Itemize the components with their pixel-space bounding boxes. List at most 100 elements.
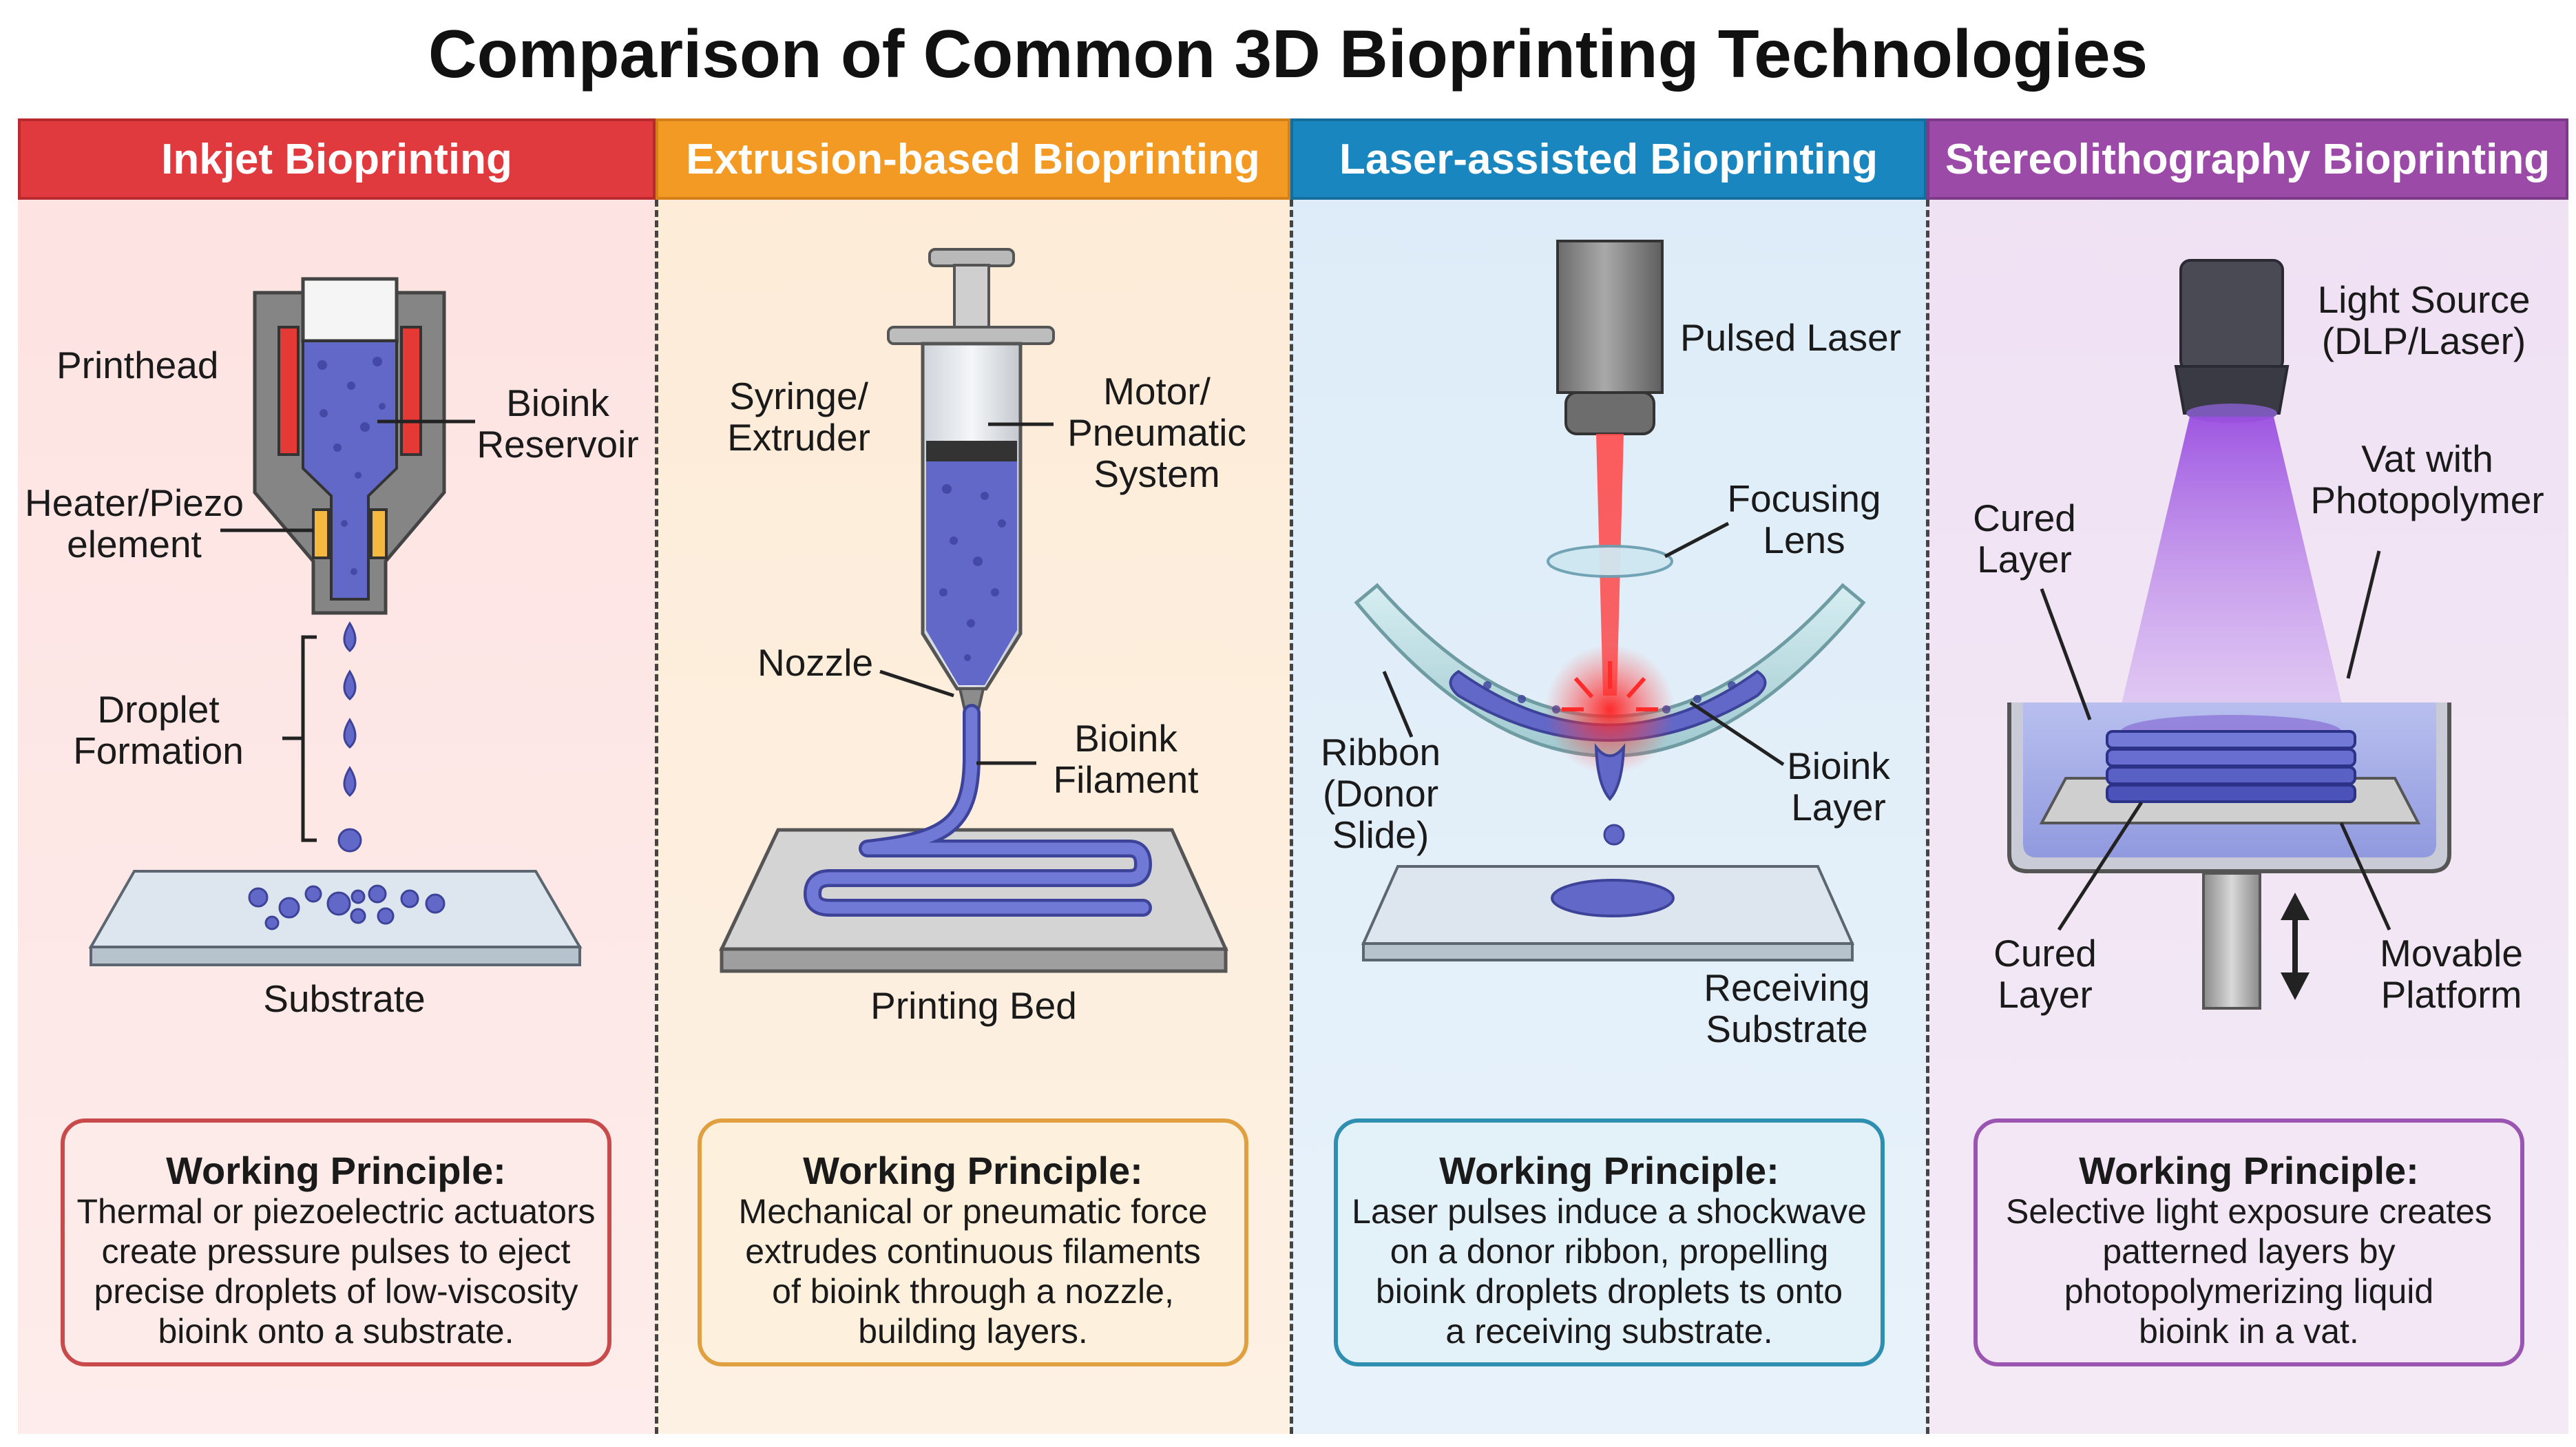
plunger-rod <box>953 264 990 329</box>
burst-rays <box>1562 661 1658 711</box>
label-vat-photopolymer: Vat with Photopolymer <box>2300 438 2555 521</box>
bioink-filament <box>806 707 1149 914</box>
principle-line-extrusion-3: of bioink through a nozzle, <box>772 1272 1174 1311</box>
label-cured-layer-bottom: Cured Layer <box>1990 933 2100 1015</box>
principle-box-extrusion: Working Principle: Mechanical or pneumat… <box>698 1118 1248 1366</box>
header-inkjet: Inkjet Bioprinting <box>18 118 656 200</box>
label-heater-piezo-line1: Heater/Piezo <box>25 481 244 524</box>
label-vat-line2: Photopolymer <box>2310 479 2544 521</box>
header-extrusion-label: Extrusion-based Bioprinting <box>686 135 1260 183</box>
label-heater-piezo: Heater/Piezo element <box>21 482 248 565</box>
label-droplet-formation-line1: Droplet <box>97 688 220 731</box>
pulsed-laser-head <box>1556 240 1664 394</box>
laser-leaders <box>1382 521 1785 767</box>
label-receiving-line2: Substrate <box>1706 1008 1868 1050</box>
principle-line-laser-2: on a donor ribbon, propelling <box>1390 1232 1829 1271</box>
principle-line-sla-2: patterned layers by <box>2102 1232 2396 1271</box>
label-platform-line1: Movable <box>2380 932 2523 975</box>
label-bioink-reservoir: Bioink Reservoir <box>475 382 640 465</box>
sla-leaders <box>2040 550 2391 931</box>
cured-layers <box>2106 730 2356 803</box>
principle-line-laser-4: a receiving substrate. <box>1445 1312 1773 1351</box>
header-extrusion: Extrusion-based Bioprinting <box>656 118 1290 200</box>
printhead-inlet <box>301 277 399 343</box>
label-movable-platform: Movable Platform <box>2358 933 2544 1015</box>
plunger-cap <box>928 248 1015 267</box>
deposited-droplets <box>248 884 446 930</box>
piezo-right <box>370 508 388 559</box>
inkjet-leaders <box>220 419 475 532</box>
syringe-flange <box>887 326 1055 345</box>
extrusion-leaders <box>879 422 1054 765</box>
header-sla-label: Stereolithography Bioprinting <box>1945 135 2551 183</box>
syringe-cells <box>939 484 1006 661</box>
label-heater-piezo-line2: element <box>67 523 202 565</box>
bioink-reservoir <box>302 340 398 601</box>
label-focusing-lens: Focusing Lens <box>1721 478 1887 561</box>
label-lens-line1: Focusing <box>1727 477 1881 520</box>
label-motor-line1: Motor/ <box>1103 370 1211 413</box>
label-platform-line2: Platform <box>2380 973 2522 1016</box>
syringe-piston <box>926 441 1017 461</box>
principle-box-laser: Working Principle: Laser pulses induce a… <box>1334 1118 1885 1366</box>
label-ribbon-line3: Slide) <box>1332 813 1430 856</box>
label-vat-line1: Vat with <box>2361 437 2493 480</box>
principle-title-inkjet: Working Principle: <box>166 1149 506 1192</box>
principle-line-extrusion-4: building layers. <box>858 1312 1088 1351</box>
principle-line-sla-4: bioink in a vat. <box>2139 1312 2359 1351</box>
label-syringe-extruder: Syringe/ Extruder <box>716 375 881 458</box>
laser-aperture <box>1564 391 1655 435</box>
ejected-droplet <box>1594 743 1626 801</box>
principle-line-extrusion-1: Mechanical or pneumatic force <box>738 1192 1208 1231</box>
syringe-bioink <box>926 461 1017 685</box>
label-cured-layer-top: Cured Layer <box>1969 497 2080 580</box>
label-bioink-reservoir-line2: Reservoir <box>477 423 639 466</box>
label-motor-pneumatic: Motor/ Pneumatic System <box>1057 371 1257 495</box>
label-printhead: Printhead <box>56 344 219 386</box>
droplet-bracket <box>282 635 317 842</box>
principle-line-laser-1: Laser pulses induce a shockwave <box>1352 1192 1867 1231</box>
label-lens-line2: Lens <box>1763 519 1845 561</box>
inkjet-substrate-edge <box>90 946 581 966</box>
label-pulsed-laser: Pulsed Laser <box>1680 316 1902 359</box>
laser-diagram <box>1354 240 1866 961</box>
reservoir-cells <box>317 357 386 575</box>
divider-1 <box>655 200 658 1434</box>
label-cured-top-line1: Cured <box>1973 497 2076 539</box>
principle-line-inkjet-3: precise droplets of low-viscosity <box>94 1272 578 1311</box>
label-layer-line2: Layer <box>1791 786 1886 829</box>
label-droplet-formation-line2: Formation <box>73 729 244 772</box>
label-motor-line3: System <box>1093 452 1220 495</box>
header-laser-label: Laser-assisted Bioprinting <box>1339 135 1878 183</box>
label-cured-bot-line1: Cured <box>1993 932 2097 975</box>
extrusion-diagram <box>719 248 1228 973</box>
flying-droplet <box>1603 824 1625 846</box>
label-cured-top-line2: Layer <box>1977 538 2072 581</box>
label-receiving-line1: Receiving <box>1704 966 1870 1009</box>
divider-2 <box>1290 200 1293 1434</box>
label-filament-line2: Filament <box>1053 758 1199 801</box>
principle-line-inkjet-4: bioink onto a substrate. <box>158 1312 514 1351</box>
deposited-spot <box>1551 879 1675 917</box>
page-title: Comparison of Common 3D Bioprinting Tech… <box>428 16 2148 92</box>
heater-right <box>400 326 422 456</box>
platform-motion-arrow <box>2281 893 2310 1000</box>
light-source-body <box>2179 259 2284 372</box>
label-ribbon-line1: Ribbon <box>1320 731 1441 773</box>
label-layer-line1: Bioink <box>1787 745 1890 787</box>
label-syringe-line2: Extruder <box>727 416 870 459</box>
uv-beam <box>2115 417 2348 730</box>
label-light-source: Light Source (DLP/Laser) <box>2303 279 2544 362</box>
inkjet-diagram <box>88 277 583 966</box>
principle-line-sla-1: Selective light exposure creates <box>2006 1192 2492 1231</box>
principle-title-extrusion: Working Principle: <box>803 1149 1143 1192</box>
label-ribbon-donor: Ribbon (Donor Slide) <box>1312 731 1449 855</box>
platform-rod <box>2202 872 2261 1010</box>
label-cured-bot-line2: Layer <box>1998 973 2093 1016</box>
printing-bed-edge <box>720 947 1228 973</box>
label-nozzle: Nozzle <box>757 641 874 684</box>
heater-left <box>278 326 300 456</box>
label-bioink-layer: Bioink Layer <box>1763 745 1914 828</box>
